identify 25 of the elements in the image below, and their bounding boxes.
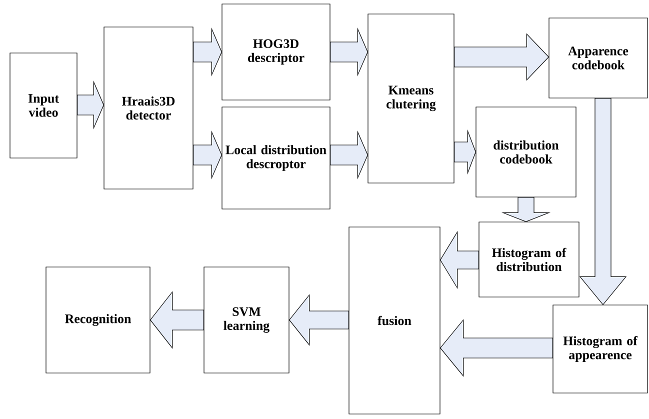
block-arrow bbox=[501, 196, 551, 222]
process-box: distribution codebook bbox=[476, 106, 576, 198]
block-arrow bbox=[288, 294, 349, 346]
process-box: Apparence codebook bbox=[548, 18, 648, 98]
block-arrow bbox=[330, 28, 368, 76]
block-arrow bbox=[330, 130, 368, 180]
process-box: fusion bbox=[348, 226, 440, 414]
process-box: Recognition bbox=[46, 266, 150, 374]
block-arrow bbox=[454, 33, 550, 81]
process-box: Input video bbox=[10, 52, 78, 158]
process-box: SVM learning bbox=[204, 266, 290, 374]
block-arrow bbox=[193, 28, 222, 76]
block-arrow bbox=[77, 80, 104, 130]
block-arrow bbox=[440, 230, 479, 290]
process-box: Histogram of appearence bbox=[552, 304, 648, 394]
process-box: HOG3D descriptor bbox=[222, 4, 330, 100]
process-box: Hraais3D detector bbox=[104, 26, 194, 190]
process-box: Kmeans clutering bbox=[368, 14, 454, 184]
block-arrow bbox=[579, 98, 627, 306]
block-arrow bbox=[440, 319, 553, 377]
process-box: Local distribution descroptor bbox=[222, 106, 330, 210]
process-box: Histogram of distribution bbox=[478, 222, 580, 298]
block-arrow bbox=[454, 129, 476, 175]
block-arrow bbox=[150, 291, 204, 349]
block-arrow bbox=[193, 130, 222, 180]
